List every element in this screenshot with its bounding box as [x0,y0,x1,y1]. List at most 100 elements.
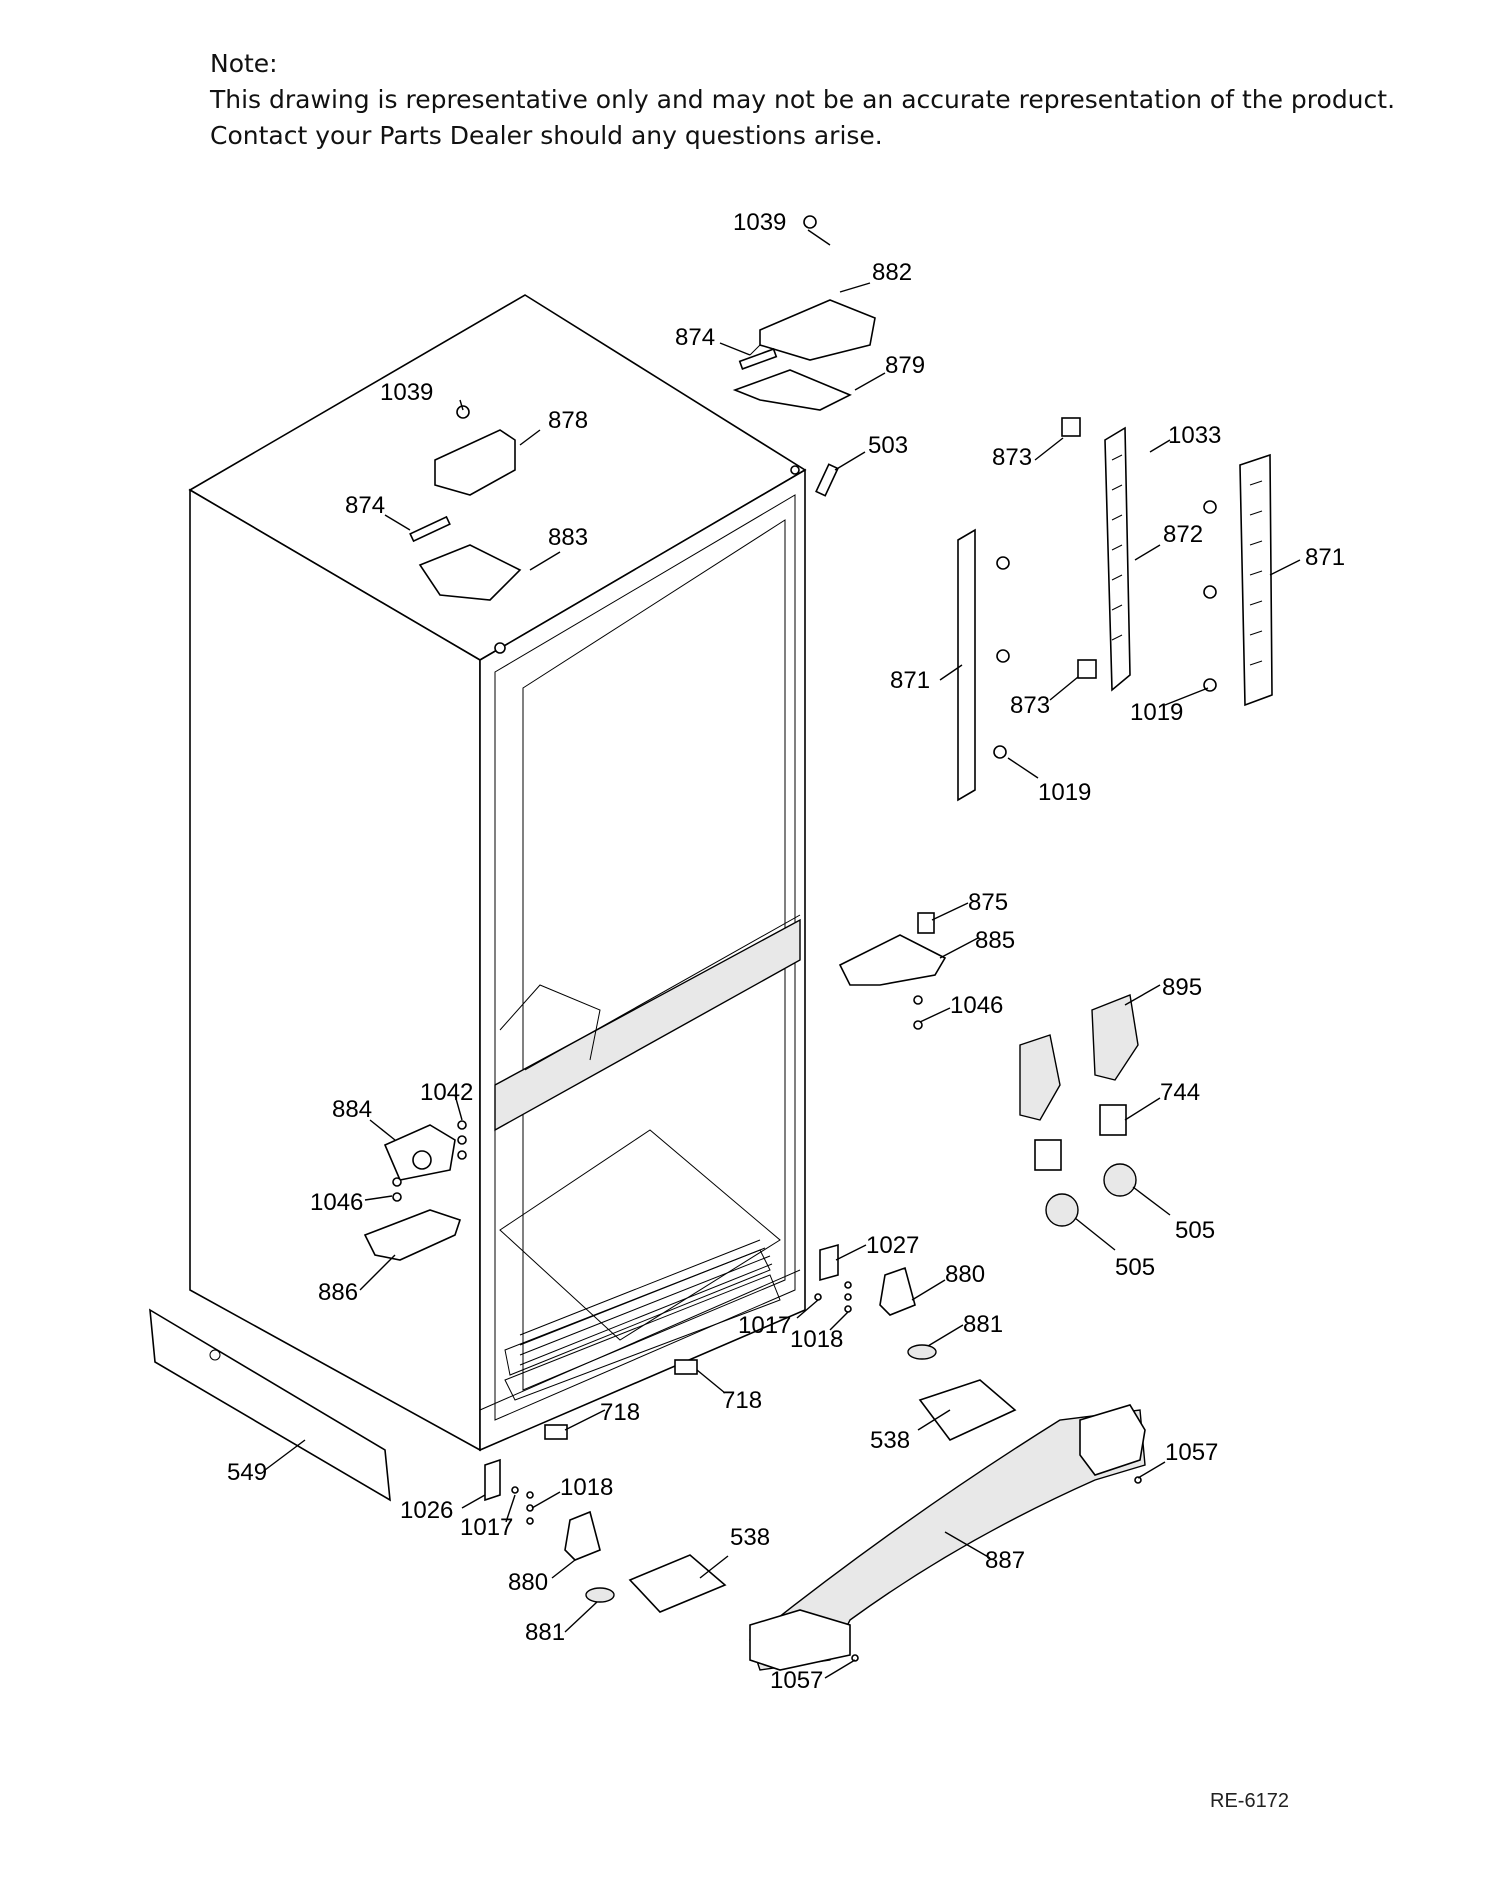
callout-718: 718 [722,1387,762,1414]
callout-881: 881 [525,1619,565,1646]
callout-1042: 1042 [420,1079,473,1106]
bracket-880a [879,1266,916,1316]
center-hinge [838,912,947,1030]
hinge-885 [838,934,947,986]
base-cover-887 [749,1404,1146,1671]
leader-lines [264,229,1301,1679]
bottom-right-hardware [544,1243,1017,1441]
callout-872: 872 [1163,521,1203,548]
kickplate-549 [149,1308,391,1502]
light-cover-895a [1091,994,1139,1081]
callout-1057: 1057 [770,1667,823,1694]
callout-871: 871 [1305,544,1345,571]
callout-1018: 1018 [560,1474,613,1501]
callout-883: 883 [548,524,588,551]
light-assembly [1019,994,1139,1227]
callout-875: 875 [968,889,1008,916]
callout-505: 505 [1115,1254,1155,1281]
screw-1057b [851,1654,859,1662]
callout-1039: 1039 [380,379,433,406]
bracket-1027 [819,1243,839,1282]
callout-1017: 1017 [738,1312,791,1339]
screw-1017b [511,1486,519,1494]
bracket-1026 [484,1458,501,1502]
screw-1039a [803,215,817,229]
callout-1046: 1046 [310,1189,363,1216]
note-heading: Note: [210,49,278,78]
rail-871-right [1239,453,1273,707]
bottom-left-hardware [484,1458,727,1613]
bracket-880b [564,1510,601,1561]
callout-871: 871 [890,667,930,694]
callout-880: 880 [945,1261,985,1288]
callout-1019: 1019 [1130,699,1183,726]
leveler-881a [907,1344,937,1360]
clip-718a [544,1424,568,1440]
callout-1018: 1018 [790,1326,843,1353]
hinge-879 [732,369,852,411]
leveler-881b [585,1587,615,1603]
screw-1046a [913,1020,923,1030]
spring-874a [738,348,778,370]
callout-882: 882 [872,259,912,286]
callout-884: 884 [332,1096,372,1123]
callout-503: 503 [868,432,908,459]
rail-871-left [957,528,976,802]
hinge-cover-878 [434,429,516,496]
callout-718: 718 [600,1399,640,1426]
screw-1057a [1134,1476,1142,1484]
screw-1042 [457,1150,467,1160]
callout-874: 874 [345,492,385,519]
clip-718b [674,1359,698,1375]
callout-880: 880 [508,1569,548,1596]
cabinet-mullion [494,918,801,1132]
top-hinge-assembly-right [732,215,876,497]
note-line-1: This drawing is representative only and … [210,85,1396,114]
roller-538b [628,1554,727,1613]
screw-1018a [844,1305,852,1313]
note-line-2: Contact your Parts Dealer should any que… [210,121,883,150]
pin-875 [917,912,935,934]
part-503 [815,463,839,497]
callout-878: 878 [548,407,588,434]
callout-1026: 1026 [400,1497,453,1524]
socket-744a [1099,1104,1127,1136]
callout-874: 874 [675,324,715,351]
callout-886: 886 [318,1279,358,1306]
clip-873b [1077,659,1097,679]
clip-873a [1061,417,1081,437]
spring-874b [409,515,451,543]
callout-1019: 1019 [1038,779,1091,806]
socket-744b [1034,1139,1062,1171]
callout-1039: 1039 [733,209,786,236]
hinge-cover-882 [759,299,876,361]
top-hinge-assembly-left [409,405,522,601]
screw-1017a [814,1293,822,1301]
callout-873: 873 [1010,692,1050,719]
hinge-883 [418,544,522,601]
rail-872 [1104,426,1131,692]
callout-538: 538 [870,1427,910,1454]
callout-895: 895 [1162,974,1202,1001]
callout-1033: 1033 [1168,422,1221,449]
callout-1027: 1027 [866,1232,919,1259]
callout-549: 549 [227,1459,267,1486]
bottom-hinge-left [363,1120,467,1261]
screw-1019b [993,745,1007,759]
screw-1039b [456,405,470,419]
callout-505: 505 [1175,1217,1215,1244]
shelf-rails [957,417,1273,802]
cabinet-side [189,488,481,1452]
callout-881: 881 [963,1311,1003,1338]
callout-873: 873 [992,444,1032,471]
bracket-886 [363,1209,462,1261]
cabinet-front-frame [479,468,806,1452]
callout-1046: 1046 [950,992,1003,1019]
light-cover-895b [1019,1034,1061,1121]
callout-538: 538 [730,1524,770,1551]
screw-1046b [392,1192,402,1202]
callout-1057: 1057 [1165,1439,1218,1466]
document-id: RE-6172 [1210,1790,1289,1812]
bulb-505b [1045,1193,1079,1227]
